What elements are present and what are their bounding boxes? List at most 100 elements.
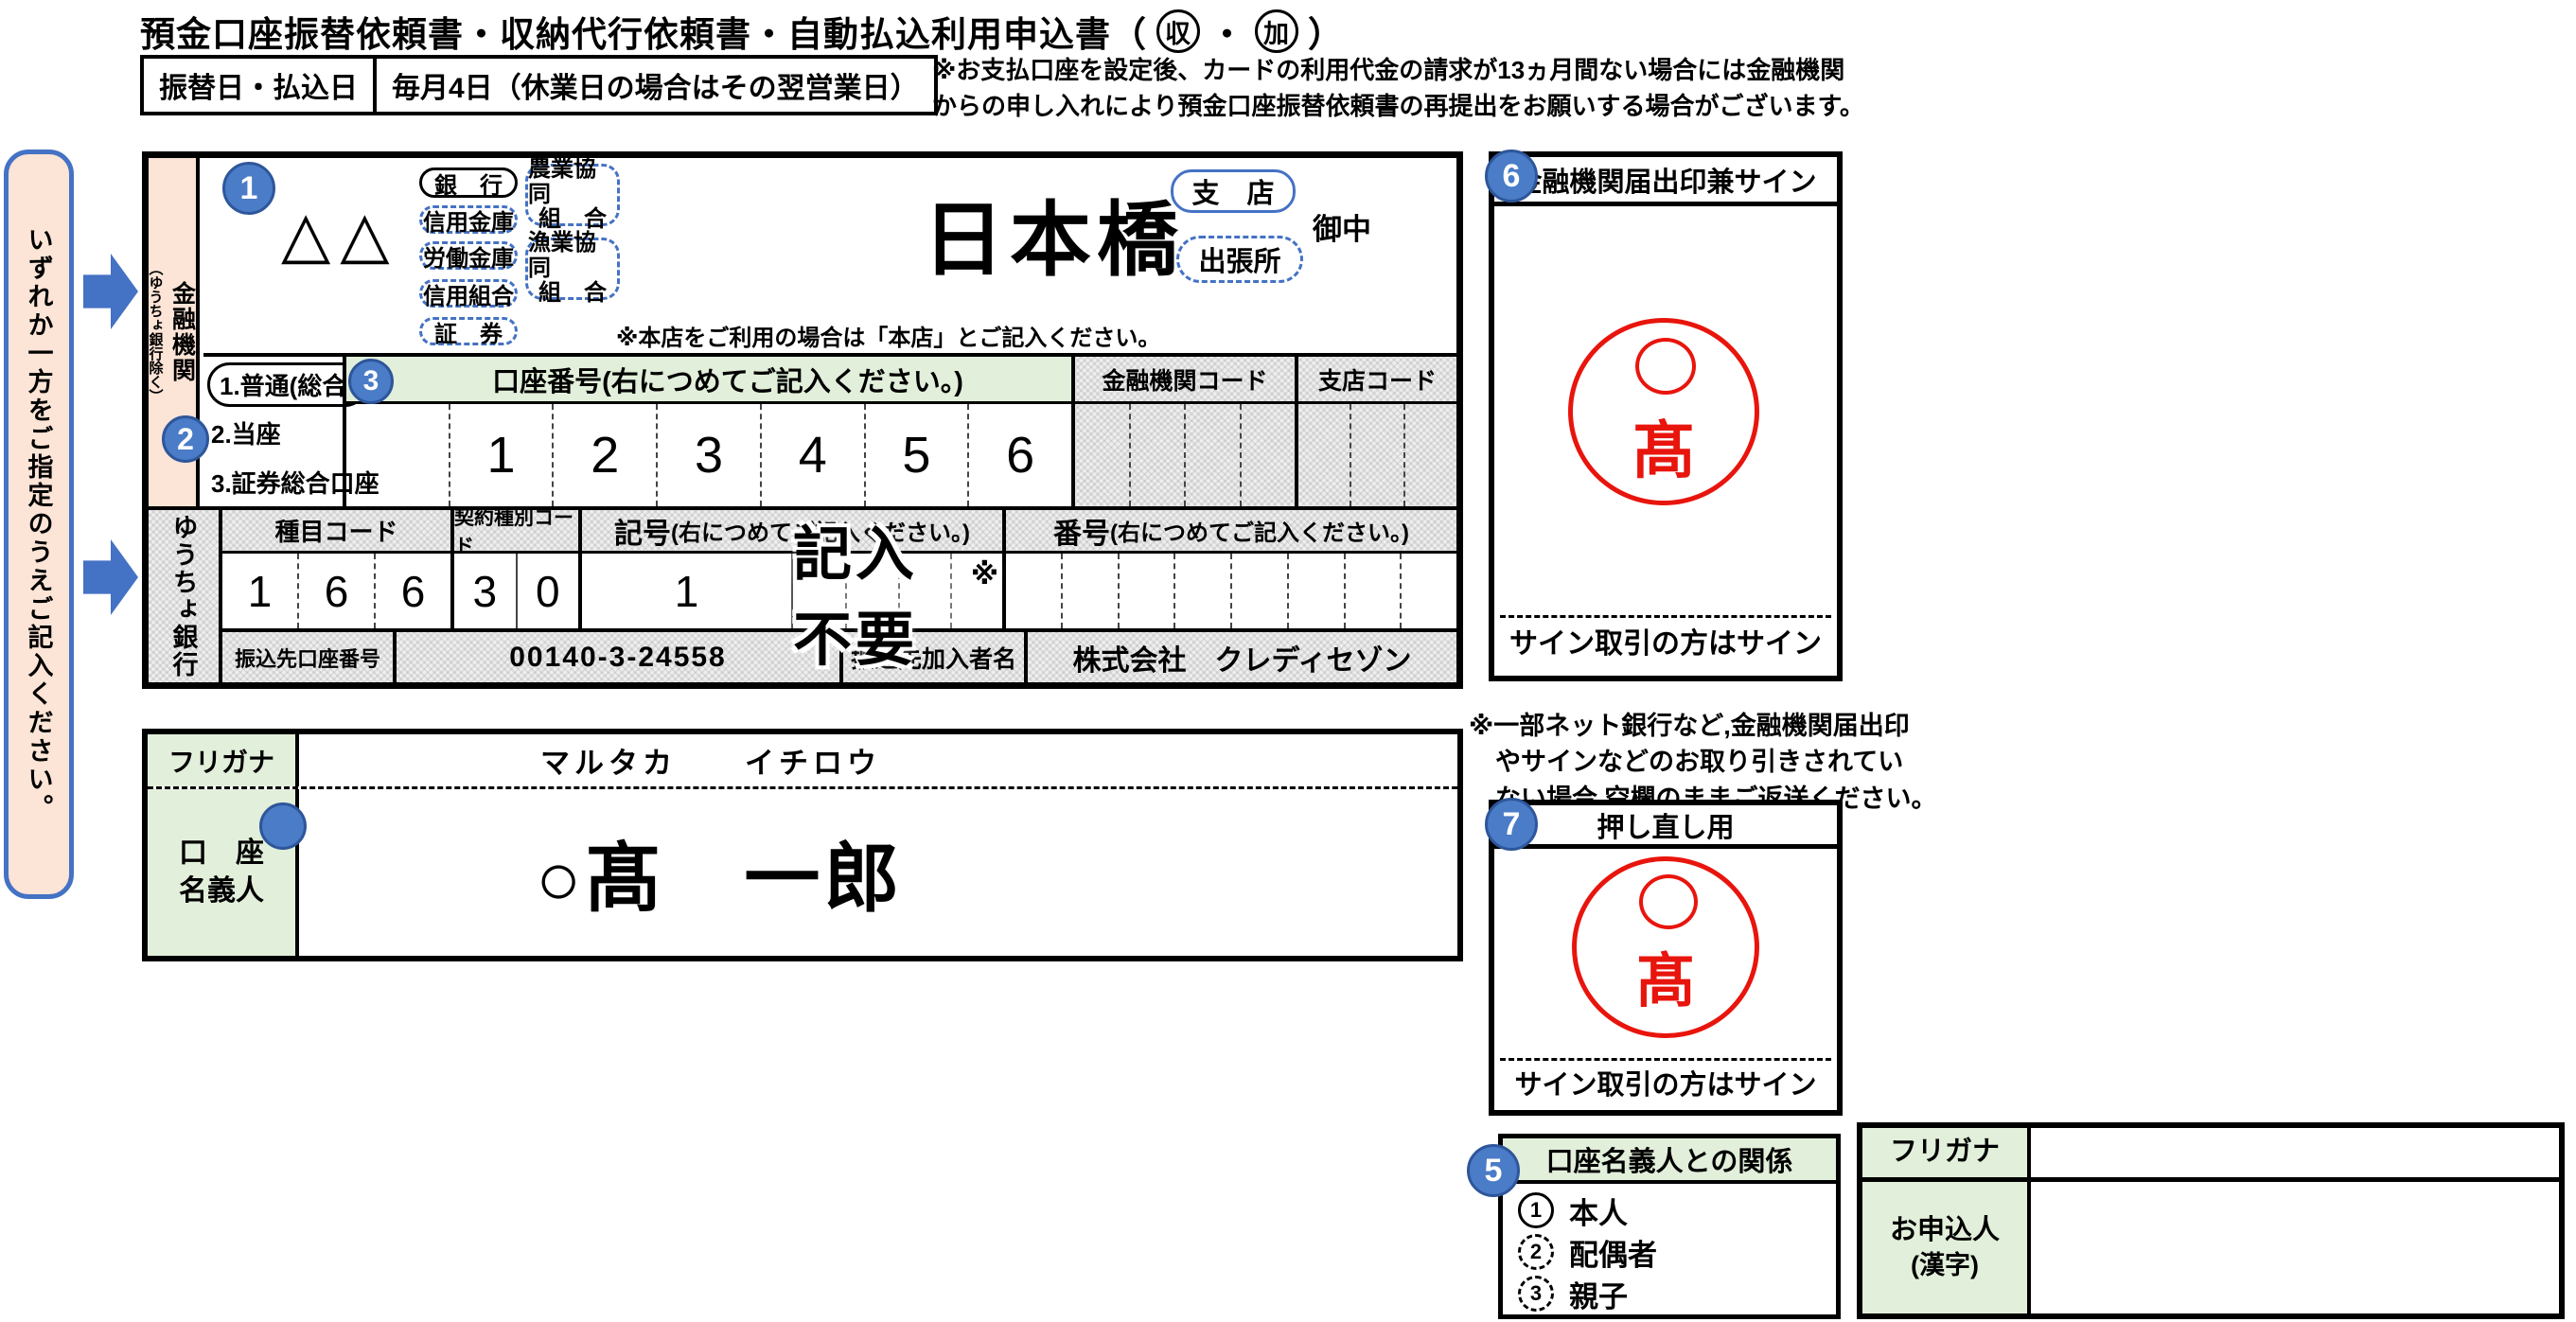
branch-code-cell[interactable] bbox=[1350, 404, 1403, 506]
resubmission-note-line2: からの申し入れにより預金口座振替依頼書の再提出をお願いする場合がございます。 bbox=[932, 91, 1864, 120]
not-required-asterisk: ※ bbox=[970, 559, 1002, 590]
account-number-header-text: 口座番号(右につめてご記入ください。) bbox=[492, 366, 963, 397]
seal-circle-mark bbox=[1639, 874, 1698, 929]
account-type-securities[interactable]: 3.証券総合口座 bbox=[211, 469, 379, 498]
applicant-name-label-line2: (漢字) bbox=[1911, 1250, 1979, 1279]
account-digit-cell[interactable]: 5 bbox=[863, 404, 968, 506]
keiyaku-digit-cell[interactable]: 0 bbox=[515, 554, 579, 628]
bango-digit-cell[interactable] bbox=[1400, 554, 1456, 628]
circled-shu-mark: 収 bbox=[1156, 9, 1200, 53]
restamp-box[interactable]: 7 押し直し用 髙 サイン取引の方はサイン bbox=[1485, 798, 1843, 1116]
payee-name-value: 株式会社 クレディセゾン bbox=[1024, 632, 1456, 682]
kigo-cell-divider bbox=[897, 554, 900, 628]
gyokyo-line1: 漁業協同 bbox=[528, 229, 596, 281]
branch-code-cell[interactable] bbox=[1298, 404, 1350, 506]
option-bank-pill[interactable]: 銀 行 bbox=[419, 167, 518, 199]
bango-digit-cell[interactable] bbox=[1173, 554, 1230, 628]
option-roukin-pill[interactable]: 労働金庫 bbox=[419, 241, 518, 272]
applicant-furigana-input[interactable] bbox=[2031, 1128, 2559, 1177]
title-text: 預金口座振替依頼書・収納代行依頼書・自動払込利用申込書（ bbox=[140, 15, 1147, 54]
relation-option-label: 本人 bbox=[1569, 1196, 1628, 1230]
nokyo-line1: 農業協同 bbox=[528, 155, 596, 207]
bango-header: 番号(右につめてご記入ください。) bbox=[1002, 510, 1456, 551]
branch-code-cells bbox=[1298, 404, 1456, 506]
option-nokyo-pill[interactable]: 農業協同 組 合 bbox=[525, 156, 620, 232]
restamp-area[interactable]: 髙 サイン取引の方はサイン bbox=[1494, 849, 1837, 1110]
registered-seal-header: 6 金融機関届出印兼サイン bbox=[1485, 150, 1837, 206]
nokyo-line2: 組 合 bbox=[538, 206, 607, 233]
account-number-row: 1.普通(総合) 2.当座 3.証券総合口座 3 口座番号(右につめてご記入くだ… bbox=[203, 353, 1456, 506]
furigana-row: フリガナ マルタカ イチロウ bbox=[148, 734, 1457, 789]
option-branch-pill[interactable]: 支 店 bbox=[1171, 169, 1296, 213]
bank-code-cell[interactable] bbox=[1184, 404, 1240, 506]
head-office-note: ※本店をご利用の場合は「本店」とご記入ください。 bbox=[616, 326, 1161, 351]
applicant-table: フリガナ お申込人 (漢字) bbox=[1857, 1122, 2565, 1319]
bango-digit-cell[interactable] bbox=[1117, 554, 1174, 628]
keiyaku-code-header: 契約種別コード bbox=[450, 507, 578, 557]
step-2-badge: 2 bbox=[162, 415, 209, 463]
bank-code-cell[interactable] bbox=[1075, 404, 1129, 506]
account-digit-cell[interactable]: 2 bbox=[552, 404, 656, 506]
not-required-text: 記入不要 bbox=[793, 521, 919, 673]
account-number-block: 3 口座番号(右につめてご記入ください。) 1 2 3 4 5 6 bbox=[346, 357, 1075, 506]
bango-digit-cell[interactable] bbox=[1230, 554, 1287, 628]
kigo-header-main: 記号 bbox=[614, 518, 671, 550]
account-digit-cell[interactable]: 6 bbox=[967, 404, 1071, 506]
relation-box: 口座名義人との関係 5 1 本人 2 配偶者 3 親子 bbox=[1467, 1134, 1841, 1319]
kigo-entry-area[interactable]: 記入不要 ※ bbox=[791, 522, 1002, 673]
relation-option-spouse[interactable]: 2 配偶者 bbox=[1518, 1231, 1836, 1273]
kigo-first-cell[interactable]: 1 bbox=[582, 554, 791, 628]
yucho-header-row: 種目コード 契約種別コード 記号(右につめてご記入ください。) 番号(右につめて… bbox=[222, 507, 1456, 557]
shumoku-digit-cell[interactable]: 1 bbox=[247, 566, 273, 616]
choose-one-sidebar: いずれか一方をご指定のうえご記入ください。 bbox=[4, 150, 74, 899]
branch-name-input[interactable]: 日本橋 bbox=[923, 195, 1184, 286]
relation-option-label: 親子 bbox=[1569, 1279, 1628, 1313]
applicant-name-input[interactable] bbox=[2031, 1182, 2559, 1313]
applicant-furigana-row: フリガナ bbox=[1862, 1128, 2559, 1182]
step-6-badge: 6 bbox=[1485, 150, 1538, 203]
bank-code-cells bbox=[1075, 404, 1295, 506]
bango-cellrow bbox=[1006, 554, 1456, 628]
bango-digit-cell[interactable] bbox=[1060, 554, 1118, 628]
option-shoken-pill[interactable]: 証 券 bbox=[419, 317, 518, 347]
holder-name-input[interactable]: ○髙 一郎 bbox=[536, 837, 904, 921]
shumoku-digit-cell[interactable]: 6 bbox=[374, 554, 450, 628]
bango-digit-cell[interactable] bbox=[1343, 554, 1401, 628]
bank-name-row: 1 △△ 銀 行 信用金庫 労働金庫 信用組合 証 券 農業協同 組 合 漁業協… bbox=[203, 156, 1456, 353]
relation-option-self[interactable]: 1 本人 bbox=[1518, 1190, 1836, 1231]
keiyaku-digit-cell[interactable]: 3 bbox=[472, 566, 498, 616]
keiyaku-cellrow: 3 0 bbox=[454, 554, 578, 628]
option-sub-branch-pill[interactable]: 出張所 bbox=[1176, 236, 1303, 283]
holder-label-line2: 名義人 bbox=[179, 875, 264, 907]
page-title: 預金口座振替依頼書・収納代行依頼書・自動払込利用申込書（ 収 ・ 加 ） bbox=[140, 6, 1344, 57]
bank-label-sub: （ゆうちょ銀行除く） bbox=[147, 261, 164, 403]
bank-name-input[interactable]: △△ bbox=[281, 199, 399, 271]
option-gyokyo-pill[interactable]: 漁業協同 組 合 bbox=[525, 230, 620, 306]
seal-character: 髙 bbox=[1635, 949, 1695, 1014]
account-type-ordinary-selected[interactable]: 1.普通(総合) bbox=[207, 362, 368, 407]
net-bank-note-line2: やサインなどのお取り引きされてい bbox=[1495, 748, 1904, 777]
seal-circle-mark bbox=[1635, 338, 1696, 395]
furigana-input[interactable]: マルタカ イチロウ bbox=[540, 747, 881, 780]
yucho-fields: 種目コード 契約種別コード 記号(右につめてご記入ください。) 番号(右につめて… bbox=[222, 507, 1456, 682]
bango-digit-cell[interactable] bbox=[1006, 554, 1061, 628]
relation-option-label: 配偶者 bbox=[1569, 1238, 1657, 1272]
shumoku-digit-cell[interactable]: 6 bbox=[297, 554, 374, 628]
registered-seal-area[interactable]: 髙 サイン取引の方はサイン bbox=[1494, 206, 1837, 671]
step-5-badge: 5 bbox=[1467, 1144, 1520, 1197]
registered-seal-box[interactable]: 6 金融機関届出印兼サイン 髙 サイン取引の方はサイン bbox=[1485, 150, 1843, 681]
seal-stamp-icon: 髙 bbox=[1568, 318, 1759, 505]
account-digit-cell[interactable]: 4 bbox=[759, 404, 864, 506]
arrow-to-bank-section-icon bbox=[83, 254, 138, 329]
branch-code-cell[interactable] bbox=[1403, 404, 1456, 506]
bank-code-cell[interactable] bbox=[1128, 404, 1185, 506]
relation-option-parent-child[interactable]: 3 親子 bbox=[1518, 1273, 1836, 1314]
account-digit-cell[interactable]: 1 bbox=[448, 404, 553, 506]
applicant-name-row: お申込人 (漢字) bbox=[1862, 1182, 2559, 1313]
account-type-current[interactable]: 2.当座 bbox=[211, 420, 281, 449]
option-shinkin-pill[interactable]: 信用金庫 bbox=[419, 205, 518, 236]
bango-digit-cell[interactable] bbox=[1286, 554, 1344, 628]
option-shinkumi-pill[interactable]: 信用組合 bbox=[419, 279, 518, 309]
bank-code-cell[interactable] bbox=[1239, 404, 1296, 506]
account-digit-cell[interactable]: 3 bbox=[656, 404, 760, 506]
